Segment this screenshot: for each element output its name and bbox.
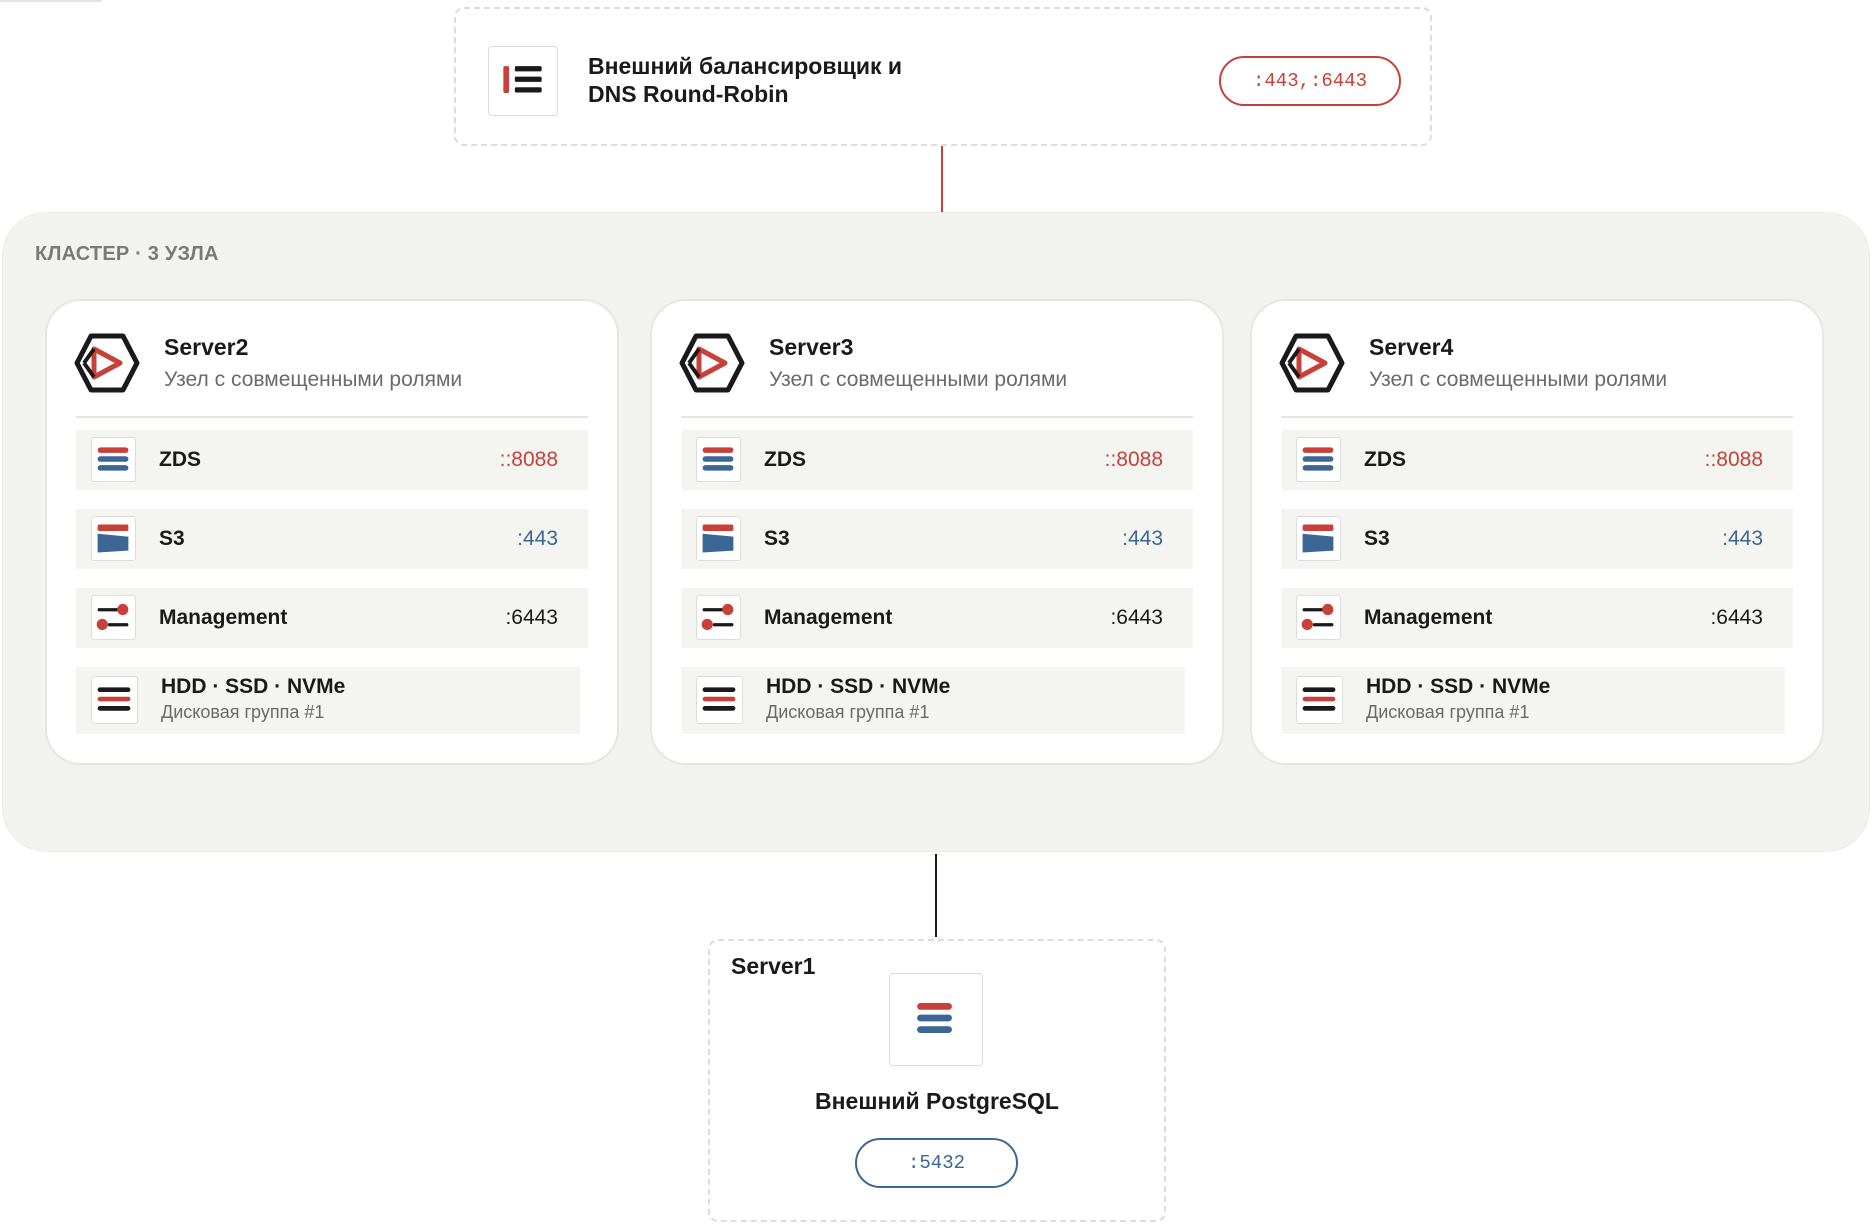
service-port: :6443 xyxy=(505,606,558,629)
load-balancer-title-line2: DNS Round-Robin xyxy=(588,81,789,107)
zds-icon xyxy=(1296,437,1341,482)
service-row: S3 :443 xyxy=(681,509,1193,569)
disk-group-subtitle: Дисковая группа #1 xyxy=(161,702,325,722)
zds-icon xyxy=(696,437,741,482)
disk-icon xyxy=(696,676,743,724)
disk-group-title: HDD · SSD · NVMe xyxy=(766,675,951,698)
service-row: ZDS::8088 xyxy=(76,430,588,490)
service-port: :443 xyxy=(1122,527,1163,550)
service-row: S3 :443 xyxy=(1281,509,1793,569)
disk-group-title: HDD · SSD · NVMe xyxy=(1366,675,1551,698)
cluster-to-db-connector xyxy=(935,854,937,937)
database-server-name: Server1 xyxy=(731,953,816,979)
postgresql-icon xyxy=(889,973,983,1066)
load-balancer-icon xyxy=(488,46,558,116)
service-port: :443 xyxy=(517,527,558,550)
service-name: ZDS xyxy=(1364,448,1406,471)
service-name: Management xyxy=(159,606,288,629)
service-port: ::8088 xyxy=(499,448,558,471)
load-balancer-ports-badge: :443,:6443 xyxy=(1219,56,1401,106)
load-balancer-box xyxy=(454,7,1432,146)
disk-group-subtitle: Дисковая группа #1 xyxy=(1366,702,1530,722)
service-row: Management :6443 xyxy=(681,588,1193,648)
service-name: S3 xyxy=(764,527,790,550)
node-subtitle: Узел с совмещенными ролями xyxy=(769,368,1068,391)
server-node-icon xyxy=(74,333,140,393)
lb-to-cluster-connector xyxy=(941,146,943,212)
service-name: S3 xyxy=(159,527,185,550)
disk-group-subtitle: Дисковая группа #1 xyxy=(766,702,930,722)
service-row: ZDS::8088 xyxy=(681,430,1193,490)
load-balancer-title-line1: Внешний балансировщик и xyxy=(588,53,903,79)
server-node-icon xyxy=(1279,333,1345,393)
node-divider xyxy=(76,416,588,418)
service-row: S3 :443 xyxy=(76,509,588,569)
node-subtitle: Узел с совмещенными ролями xyxy=(164,368,463,391)
service-port: :443 xyxy=(1722,527,1763,550)
s3-icon xyxy=(696,516,741,561)
service-port: :6443 xyxy=(1110,606,1163,629)
service-row: ZDS::8088 xyxy=(1281,430,1793,490)
service-port: ::8088 xyxy=(1104,448,1163,471)
zds-icon xyxy=(91,437,136,482)
service-name: ZDS xyxy=(764,448,806,471)
management-icon xyxy=(696,595,741,640)
management-icon xyxy=(91,595,136,640)
node-name: Server3 xyxy=(769,334,854,360)
service-row: Management :6443 xyxy=(76,588,588,648)
server-node-icon xyxy=(679,333,745,393)
service-name: Management xyxy=(1364,606,1493,629)
service-name: S3 xyxy=(1364,527,1390,550)
database-port-badge: :5432 xyxy=(855,1138,1018,1188)
node-name: Server4 xyxy=(1369,334,1454,360)
service-port: :6443 xyxy=(1710,606,1763,629)
node-divider xyxy=(1281,416,1793,418)
s3-icon xyxy=(1296,516,1341,561)
cluster-label: КЛАСТЕР · 3 УЗЛА xyxy=(35,243,219,265)
service-name: Management xyxy=(764,606,893,629)
disk-icon xyxy=(1296,676,1343,724)
service-name: ZDS xyxy=(159,448,201,471)
disk-icon xyxy=(91,676,138,724)
database-title: Внешний PostgreSQL xyxy=(815,1088,1059,1114)
service-port: ::8088 xyxy=(1704,448,1763,471)
service-row: Management :6443 xyxy=(1281,588,1793,648)
load-balancer-title: Внешний балансировщик и DNS Round-Robin xyxy=(588,52,1008,108)
s3-icon xyxy=(91,516,136,561)
node-name: Server2 xyxy=(164,334,249,360)
management-icon xyxy=(1296,595,1341,640)
node-subtitle: Узел с совмещенными ролями xyxy=(1369,368,1668,391)
disk-group-title: HDD · SSD · NVMe xyxy=(161,675,346,698)
top-edge-divider xyxy=(0,0,102,2)
node-divider xyxy=(681,416,1193,418)
